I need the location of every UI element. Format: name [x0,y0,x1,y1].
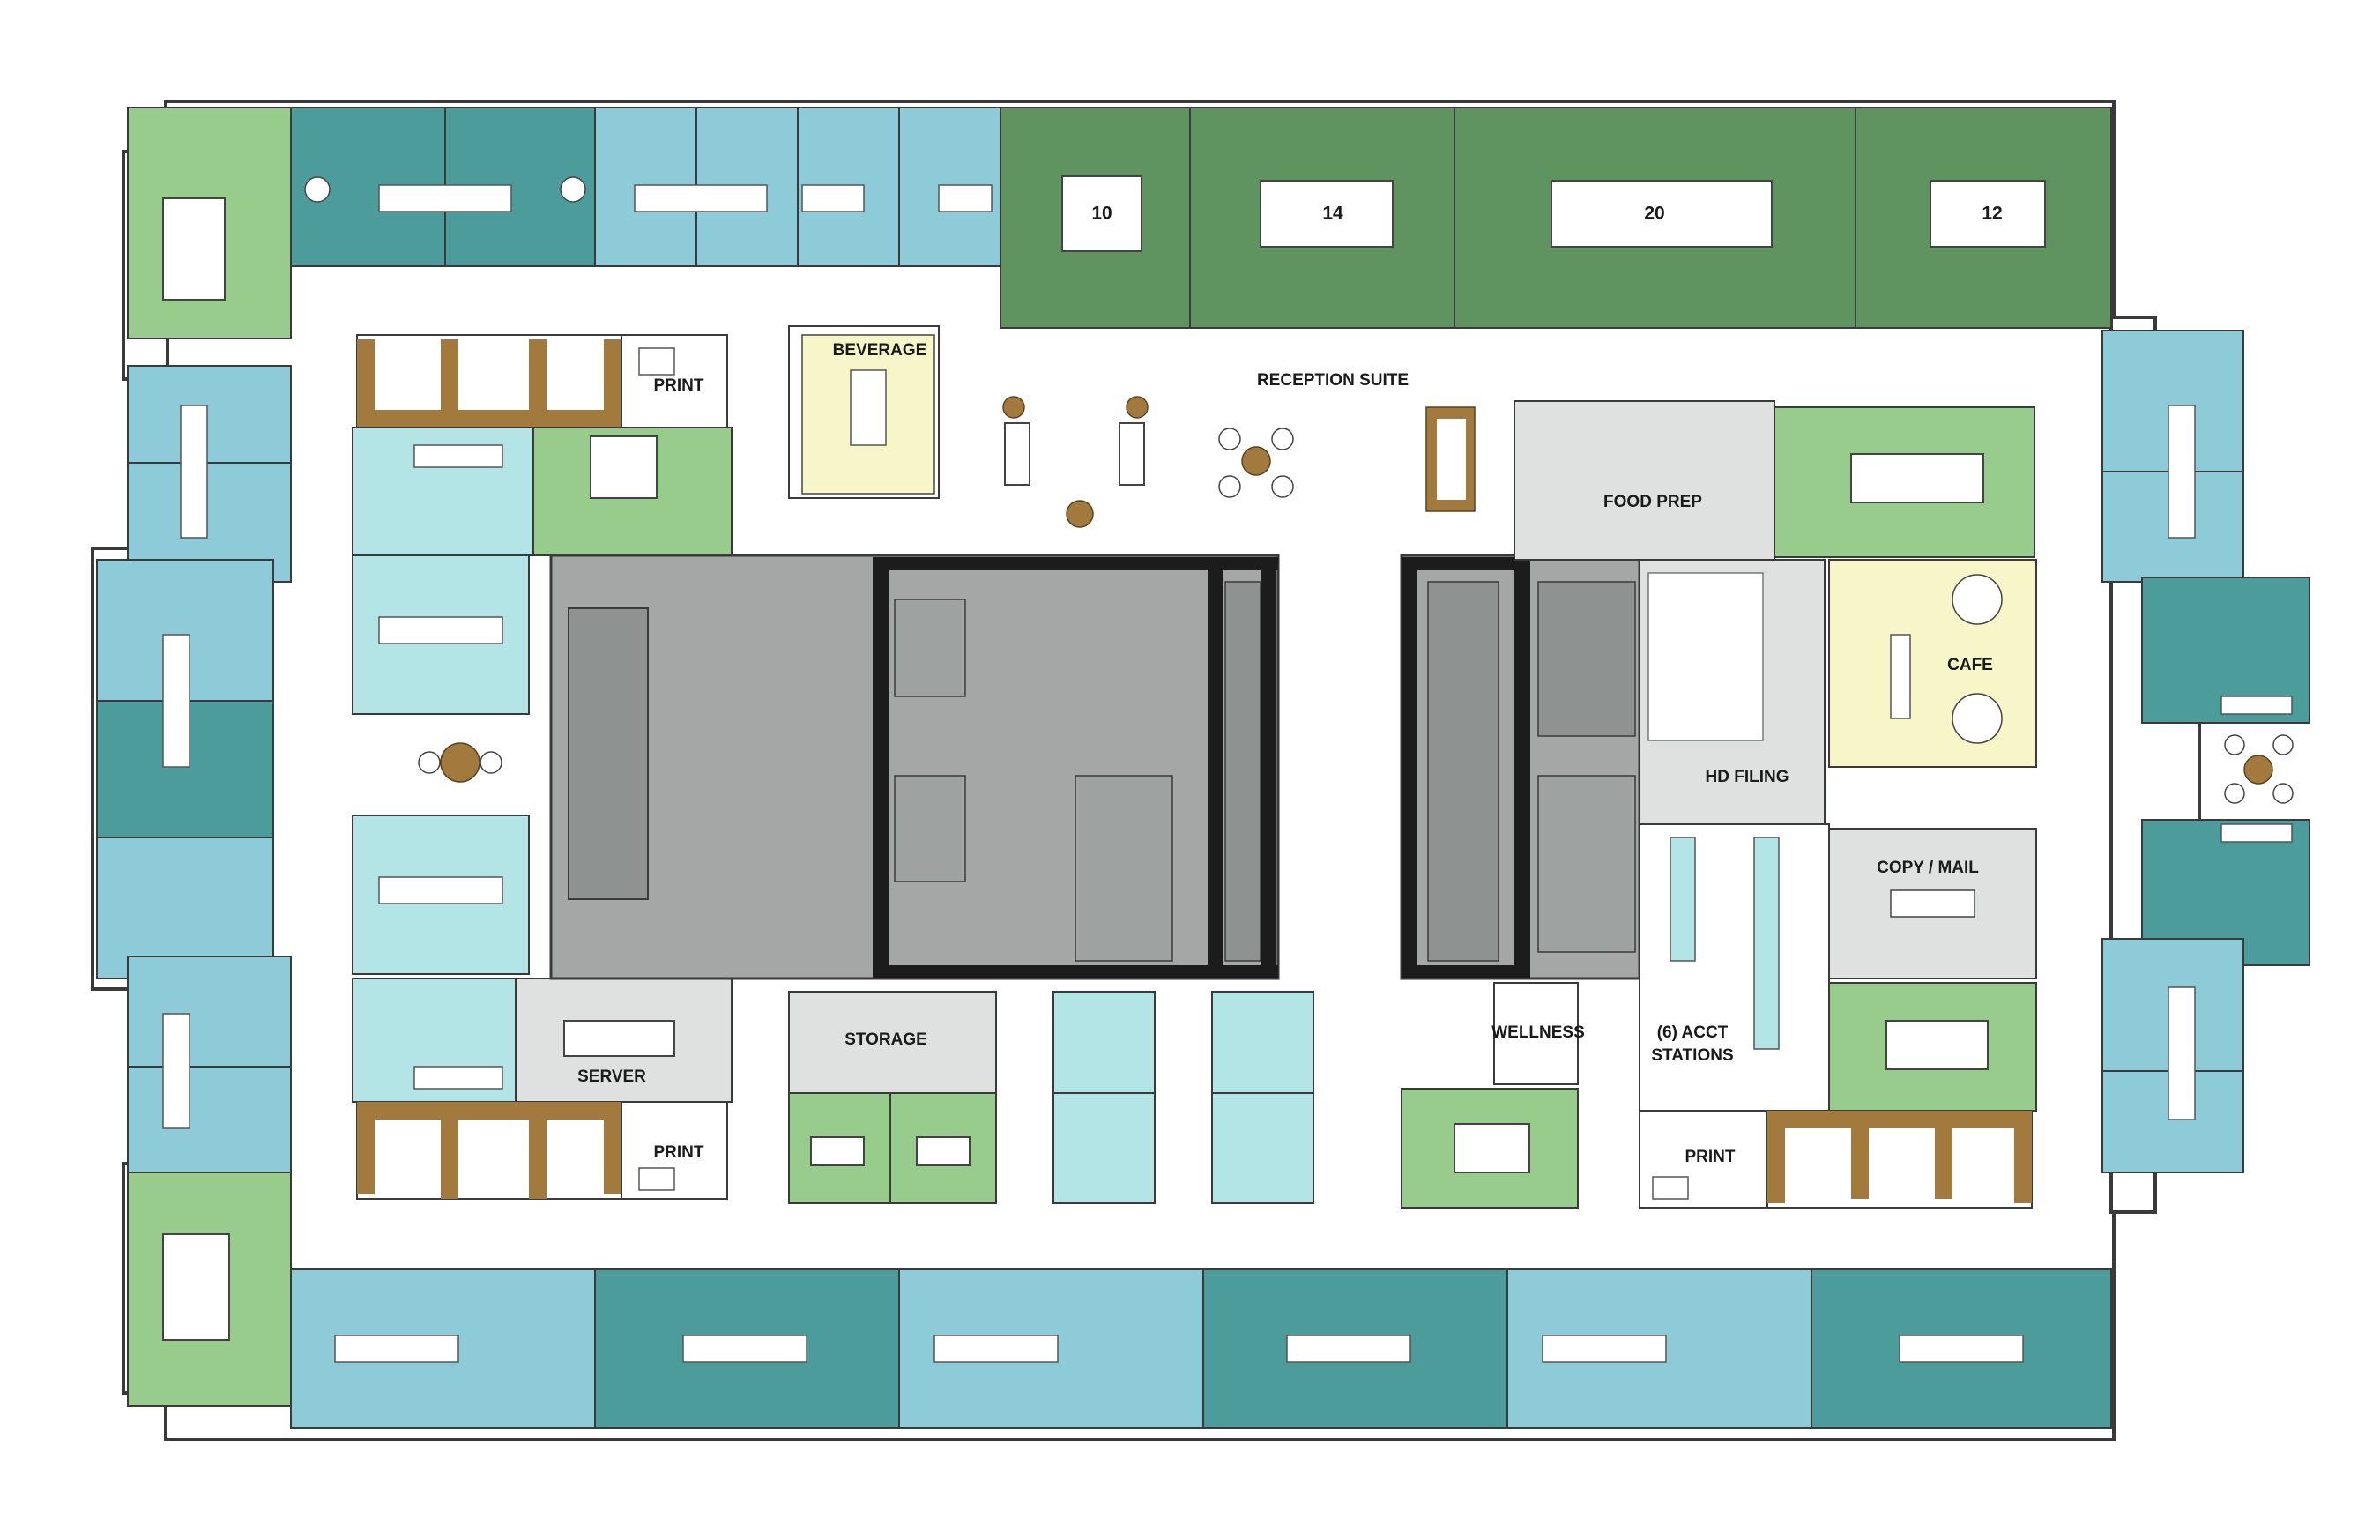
hd-filing-label: HD FILING [1706,768,1789,786]
beverage-label: BEVERAGE [833,341,927,360]
south-offices [290,1268,2112,1429]
cafe-label: CAFE [1947,656,1993,674]
south-meeting-room [1401,1088,1579,1209]
storage-meeting-rooms [788,1092,997,1204]
reception-label: RECEPTION SUITE [1257,371,1409,390]
print-room-sw: PRINT [621,1101,728,1200]
copy-mail-label: COPY / MAIL [1877,859,1979,877]
conference-room-12-seats: 12 [1982,204,2002,224]
conference-rooms: 10 14 20 12 [1000,107,2112,329]
server-room: SERVER [515,978,733,1103]
print-room-nw: PRINT [621,334,728,428]
west-lounge [418,742,502,783]
print-se-label: PRINT [1685,1148,1736,1166]
acct-stations: (6) ACCT STATIONS [1639,823,1830,1112]
storage-label: STORAGE [844,1030,927,1049]
nw-workstations [356,334,622,428]
server-label: SERVER [577,1068,646,1086]
acct-stations-label-2: STATIONS [1651,1046,1733,1065]
west-offices [96,365,292,1173]
north-meeting-room [127,107,292,339]
west-meeting-room-south [127,1172,292,1407]
print-room-se: PRINT [1639,1110,1768,1209]
copy-mail-room: COPY / MAIL [1828,828,2037,979]
conference-room-20-seats: 20 [1644,204,1664,224]
print-nw-label: PRINT [654,376,704,395]
building-core [549,554,1641,980]
hd-filing: HD FILING [1639,559,1826,825]
food-prep-label: FOOD PREP [1603,493,1702,511]
storage-room: STORAGE [788,991,997,1094]
print-sw-label: PRINT [654,1143,704,1162]
wellness-room: WELLNESS [1491,982,1585,1085]
east-lounge [2224,734,2294,804]
wellness-label: WELLNESS [1491,1023,1585,1042]
beverage-room: BEVERAGE [788,325,940,499]
south-aqua-offices [1052,991,1314,1204]
conference-room-10-seats: 10 [1091,204,1112,224]
sw-workstations [356,1101,622,1200]
west-meeting-small [532,427,733,556]
reception-suite: RECEPTION SUITE [1002,371,1476,528]
se-workstations [1766,1110,2033,1209]
conference-room-14-seats: 14 [1322,204,1343,224]
food-prep: FOOD PREP [1514,400,1775,561]
north-offices [290,107,1001,267]
east-meeting-room-south [1828,982,2037,1112]
east-offices [2101,330,2310,1173]
cafe: CAFE [1828,559,2037,768]
east-meeting-room-north [1774,406,2035,558]
acct-stations-label-1: (6) ACCT [1657,1023,1729,1042]
